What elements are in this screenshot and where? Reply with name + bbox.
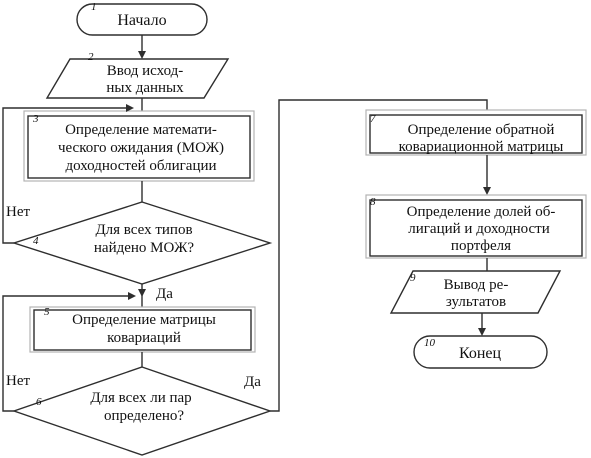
arrow-9-10 bbox=[478, 328, 486, 336]
decision-all-pairs-line-1: Для всех ли пар bbox=[90, 390, 191, 406]
decision-all-types: 4 Для всех типов найдено МОЖ? bbox=[11, 201, 273, 285]
portfolio-shares-line-1: Определение долей об- bbox=[407, 204, 556, 220]
block-7-number: 7 bbox=[370, 113, 376, 125]
label-yes-6: Да bbox=[244, 374, 261, 390]
inverse-covariance-line-2: ковариационной матрицы bbox=[399, 139, 564, 155]
mean-expectation-line-1: Определение математи- bbox=[65, 122, 217, 138]
connector-6-no-loop bbox=[2, 295, 128, 412]
arrow-7-8 bbox=[483, 187, 491, 195]
mean-expectation-block: 3 Определение математи- ческого ожидания… bbox=[23, 110, 255, 182]
arrow-6-no-loop bbox=[128, 292, 136, 300]
portfolio-shares-block: 8 Определение долей об- лигаций и доходн… bbox=[365, 194, 587, 259]
input-data-line-1: Ввод исход- bbox=[107, 63, 184, 79]
block-6-number: 6 bbox=[36, 396, 42, 408]
connector-4-no-loop bbox=[2, 107, 126, 244]
decision-all-pairs-line-2: определено? bbox=[104, 408, 184, 424]
inverse-covariance-block: 7 Определение обратной ковариационной ма… bbox=[365, 109, 587, 156]
label-no-4: Нет bbox=[6, 204, 30, 220]
decision-all-pairs: 6 Для всех ли пар определено? bbox=[11, 366, 273, 456]
mean-expectation-line-3: доходностей облигации bbox=[65, 158, 216, 174]
arrow-4-yes bbox=[138, 289, 146, 297]
inverse-covariance-line-1: Определение обратной bbox=[408, 122, 555, 138]
connector-6-yes bbox=[270, 99, 488, 412]
block-8-number: 8 bbox=[370, 196, 376, 208]
end-terminator: 10 Конец bbox=[413, 335, 548, 369]
block-5-number: 5 bbox=[44, 306, 50, 318]
block-9-number: 9 bbox=[410, 272, 416, 284]
input-data-block: 2 Ввод исход- ных данных bbox=[45, 51, 230, 99]
block-3-number: 3 bbox=[32, 113, 39, 125]
block-2-number: 2 bbox=[88, 51, 94, 63]
output-results-block: 9 Вывод ре- зультатов bbox=[389, 270, 562, 314]
covariance-matrix-line-2: ковариаций bbox=[107, 330, 181, 346]
arrow-4-no-loop bbox=[126, 104, 134, 112]
start-terminator: 1 Начало bbox=[76, 1, 208, 36]
label-yes-4: Да bbox=[156, 286, 173, 302]
block-1-number: 1 bbox=[91, 1, 97, 13]
end-label: Конец bbox=[459, 345, 502, 362]
mean-expectation-line-2: ческого ожидания (МОЖ) bbox=[58, 140, 224, 156]
output-results-line-2: зультатов bbox=[446, 294, 506, 310]
label-no-6: Нет bbox=[6, 373, 30, 389]
block-4-number: 4 bbox=[33, 235, 39, 247]
covariance-matrix-block: 5 Определение матрицы ковариаций bbox=[29, 306, 256, 353]
block-10-number: 10 bbox=[424, 337, 436, 349]
arrow-1-2 bbox=[138, 51, 146, 59]
start-label: Начало bbox=[117, 12, 166, 29]
input-data-line-2: ных данных bbox=[106, 80, 184, 96]
output-results-line-1: Вывод ре- bbox=[444, 277, 509, 293]
decision-all-types-line-1: Для всех типов bbox=[95, 222, 192, 238]
decision-all-types-line-2: найдено МОЖ? bbox=[94, 240, 195, 256]
covariance-matrix-line-1: Определение матрицы bbox=[72, 312, 216, 328]
portfolio-shares-line-2: лигаций и доходности bbox=[408, 221, 549, 237]
portfolio-shares-line-3: портфеля bbox=[451, 238, 511, 254]
